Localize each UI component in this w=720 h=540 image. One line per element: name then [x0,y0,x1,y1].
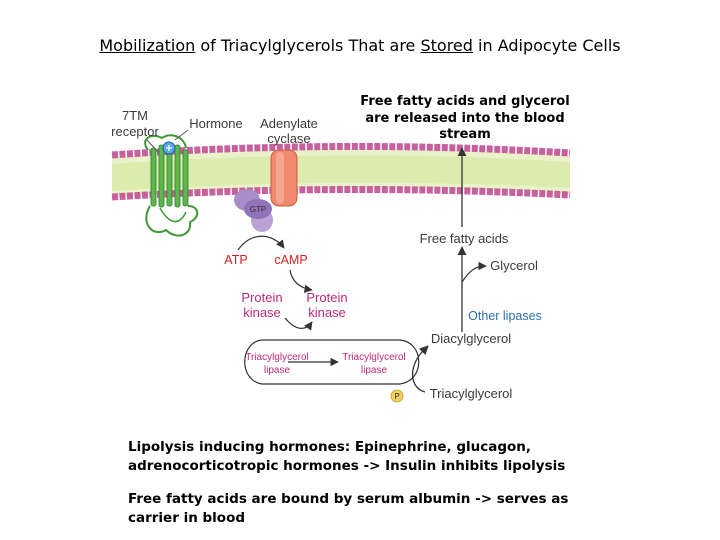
hormones-note: Lipolysis inducing hormones: Epinephrine… [128,439,566,474]
tgl-active-line1: Triacylglycerol [342,352,406,363]
title-part-2: of Triacylglycerols That are [195,36,421,55]
ffa-label: Free fatty acids [420,231,509,246]
pk-active-line2: kinase [308,305,346,320]
other-lipases-label: Other lipases [468,309,542,323]
camp-activation-arrow [289,269,313,293]
cell-membrane [111,142,571,201]
adenylate-cyclase [270,149,298,207]
tgl-inactive-line1: Triacylglycerol [245,352,309,363]
cyclase-label-line1: Adenylate [260,116,318,131]
pk-inactive-line2: kinase [243,305,281,320]
hormone-label: Hormone [189,116,242,131]
7tm-receptor [144,134,199,237]
atp-to-camp-arrow [237,235,285,251]
tag-to-dag-arrow [411,345,429,393]
g-protein: GTP [234,189,273,232]
lipase-cycle-outline [244,339,420,385]
pk-inactive-line1: Protein [241,290,282,305]
tag-label: Triacylglycerol [430,386,513,401]
phosphate-icon [390,389,404,403]
receptor-label-line1: 7TM [122,108,148,123]
blood-release-note: Free fatty acids and glycerol are releas… [360,94,570,142]
pk-active-line1: Protein [306,290,347,305]
title-word-stored: Stored [420,36,473,55]
title-word-mobilization: Mobilization [99,36,196,55]
camp-label: cAMP [274,253,307,267]
pk-activation-arrow [284,317,313,331]
phosphate-label: P [394,392,399,401]
atp-label: ATP [224,253,247,267]
gtp-label: GTP [250,205,266,214]
slide-title: Mobilization of Triacylglycerols That ar… [0,36,720,55]
cyclase-label-line2: cyclase [267,131,310,146]
tgl-active-line2: lipase [361,365,388,376]
dag-label: Diacylglycerol [431,331,511,346]
glycerol-branch-arrow [461,261,487,283]
title-part-4: in Adipocyte Cells [472,36,621,55]
albumin-note: Free fatty acids are bound by serum albu… [128,491,569,526]
hormone-ligand [162,129,189,155]
tgl-inactive-line2: lipase [264,365,291,376]
receptor-label-line2: receptor [111,124,159,139]
glycerol-label: Glycerol [490,258,538,273]
